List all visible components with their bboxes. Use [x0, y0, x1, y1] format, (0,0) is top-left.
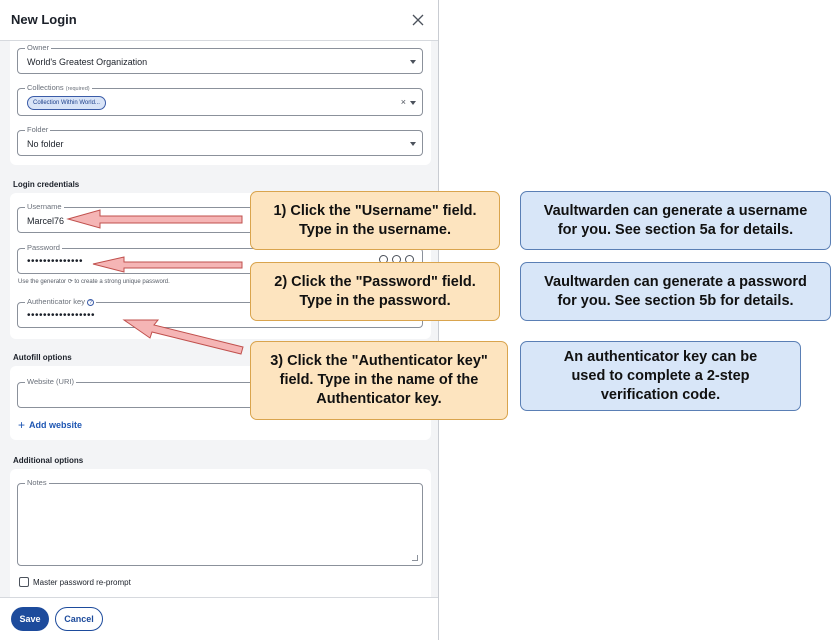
help-icon[interactable]: ? [87, 298, 95, 306]
dialog-footer: Save Cancel [0, 597, 438, 640]
plus-icon: + [18, 418, 26, 432]
chevron-down-icon [410, 142, 416, 146]
info-password-generator: Vaultwarden can generate a password for … [520, 262, 831, 321]
collections-required-note: (required) [65, 86, 90, 92]
info-username-generator: Vaultwarden can generate a username for … [520, 191, 831, 250]
autofill-options-heading: Autofill options [13, 353, 72, 362]
username-value: Marcel76 [27, 216, 65, 226]
owner-value: World's Greatest Organization [27, 57, 148, 67]
collections-label: Collections (required) [25, 83, 92, 94]
authenticator-key-label-text: Authenticator key [27, 297, 85, 306]
username-label: Username [25, 202, 64, 212]
cancel-button[interactable]: Cancel [55, 607, 103, 631]
folder-value: No folder [27, 139, 64, 149]
save-button[interactable]: Save [11, 607, 49, 631]
owner-select[interactable]: Owner World's Greatest Organization [17, 43, 423, 74]
close-icon [412, 14, 424, 26]
collections-label-text: Collections [27, 83, 64, 92]
collections-select[interactable]: Collections (required) Collection Within… [17, 83, 423, 116]
close-button[interactable] [409, 11, 427, 29]
login-credentials-heading: Login credentials [13, 180, 80, 189]
info-authenticator-key: An authenticator key can be used to comp… [520, 341, 801, 411]
dialog-header: New Login [0, 0, 438, 41]
add-website-button[interactable]: +Add website [18, 418, 82, 432]
notes-textarea[interactable]: Notes [17, 478, 423, 566]
callout-step-3: 3) Click the "Authenticator key" field. … [250, 341, 508, 420]
password-value: •••••••••••••• [27, 256, 84, 267]
additional-options-heading: Additional options [13, 456, 84, 465]
website-uri-label: Website (URI) [25, 377, 76, 387]
chevron-down-icon [410, 101, 416, 105]
notes-label: Notes [25, 478, 49, 488]
add-website-label: Add website [29, 420, 83, 430]
chevron-down-icon [410, 60, 416, 64]
dialog-title: New Login [11, 12, 77, 27]
master-password-reprompt[interactable]: Master password re-prompt [19, 577, 131, 587]
authenticator-key-label: Authenticator key ? [25, 297, 97, 307]
owner-label: Owner [25, 43, 52, 53]
collection-chip[interactable]: Collection Within World... [27, 96, 106, 110]
password-generator-hint: Use the generator ⟳ to create a strong u… [18, 279, 170, 285]
folder-label: Folder [25, 125, 51, 135]
resize-handle-icon[interactable] [412, 555, 418, 561]
clear-icon[interactable]: × [400, 97, 406, 107]
folder-select[interactable]: Folder No folder [17, 125, 423, 156]
callout-step-1: 1) Click the "Username" field. Type in t… [250, 191, 500, 250]
password-label: Password [25, 243, 62, 253]
authenticator-key-value: ••••••••••••••••• [27, 310, 96, 321]
reprompt-checkbox[interactable] [19, 577, 29, 587]
reprompt-label: Master password re-prompt [33, 577, 131, 587]
callout-step-2: 2) Click the "Password" field. Type in t… [250, 262, 500, 321]
